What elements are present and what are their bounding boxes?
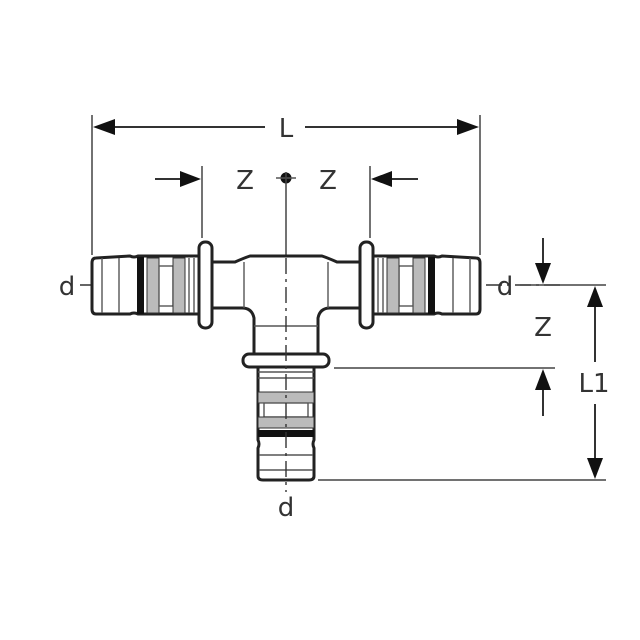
arrow-z-down-icon [535,263,551,284]
dimension-Z-branch: Z [334,238,606,416]
dimension-L: L [91,114,481,255]
arrow-z-up-icon [535,369,551,390]
label-d-right: d [497,272,514,302]
right-flange [358,240,375,330]
arrow-l1-up-icon [587,286,603,307]
arrow-z-left-icon [180,171,201,187]
left-flange [197,240,214,330]
dimension-L1: L1 [318,286,610,481]
label-L: L [279,114,294,144]
arrow-right-icon [457,119,479,135]
arrow-l1-down-icon [587,458,603,479]
label-d-left: d [59,272,76,302]
right-press-connector [371,254,482,316]
arrow-left-icon [93,119,115,135]
label-Z-branch: Z [534,313,552,343]
left-press-connector [90,254,201,316]
label-L1: L1 [578,369,609,399]
dimension-Z-top: Z Z [155,166,418,238]
label-Z-right: Z [319,166,337,196]
label-d-bottom: d [278,493,295,523]
arrow-z-right-icon [371,171,392,187]
label-Z-left: Z [236,166,254,196]
